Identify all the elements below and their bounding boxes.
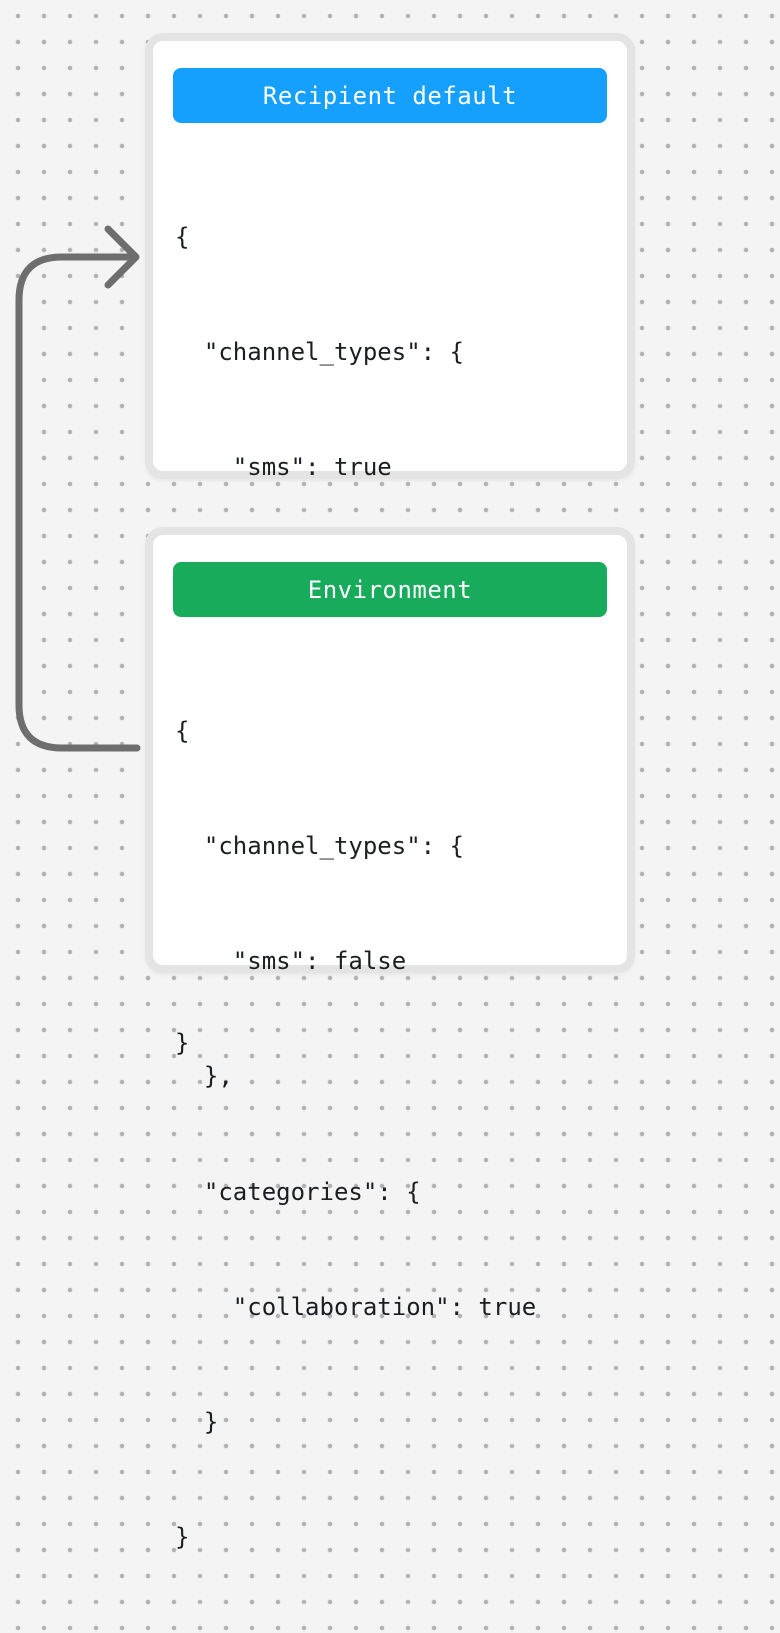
code-line: "channel_types": {: [175, 338, 464, 367]
code-line: "channel_types": {: [175, 832, 464, 861]
recipient-default-card: Recipient default { "channel_types": { "…: [145, 33, 635, 1057]
arrow-head-icon: [104, 225, 140, 289]
code-line: {: [175, 716, 190, 745]
recipient-default-title: Recipient default: [262, 81, 518, 110]
code-line: }: [175, 1523, 190, 1552]
code-line: "collaboration": true: [175, 1292, 537, 1321]
code-line: },: [175, 1062, 233, 1091]
environment-json: { "channel_types": { "sms": false }, "ca…: [175, 635, 617, 1633]
environment-title: Environment: [307, 575, 473, 604]
code-line: "sms": false: [175, 947, 407, 976]
code-line: {: [175, 222, 190, 251]
code-line: "sms": true: [175, 453, 392, 482]
arrow-line: [15, 253, 141, 752]
environment-card: Environment { "channel_types": { "sms": …: [145, 527, 635, 1551]
code-line: }: [175, 1408, 219, 1437]
environment-header: Environment: [173, 562, 607, 617]
recipient-default-header: Recipient default: [173, 68, 607, 123]
code-line: "categories": {: [175, 1177, 421, 1206]
